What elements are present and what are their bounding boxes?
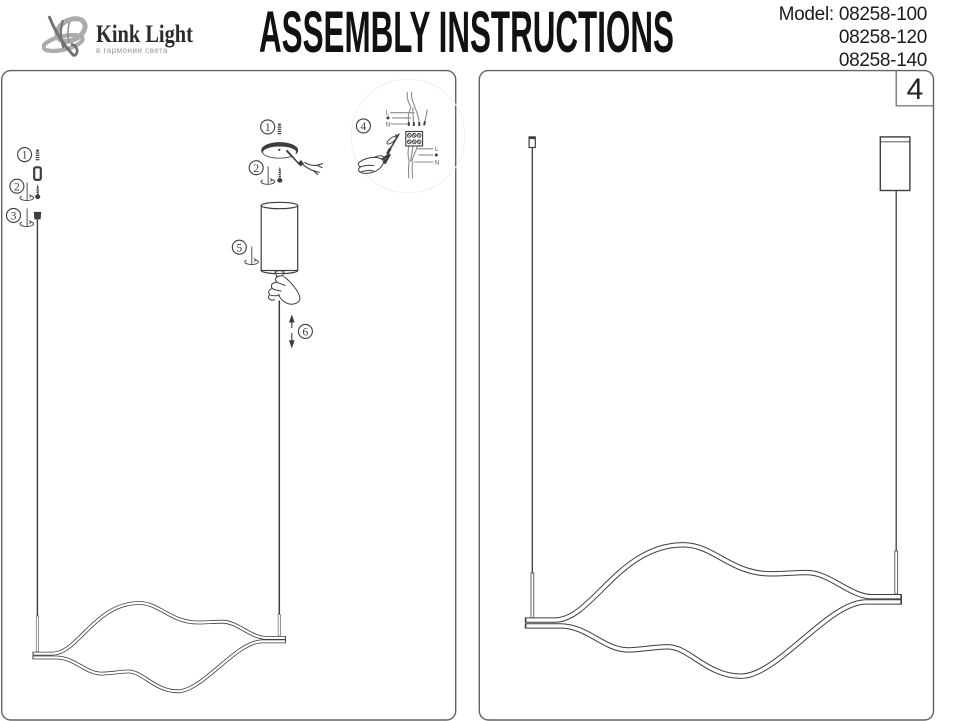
svg-text:3: 3 <box>11 211 17 223</box>
svg-text:2: 2 <box>253 163 259 175</box>
svg-text:1: 1 <box>265 122 271 134</box>
svg-text:L: L <box>435 146 439 153</box>
svg-text:L: L <box>386 110 390 117</box>
svg-text:6: 6 <box>303 327 309 339</box>
svg-text:4: 4 <box>907 73 924 106</box>
svg-text:N: N <box>435 159 439 166</box>
svg-text:5: 5 <box>236 242 242 254</box>
svg-text:4: 4 <box>361 121 367 133</box>
svg-text:1: 1 <box>22 150 28 162</box>
svg-text:N: N <box>386 121 390 128</box>
svg-text:2: 2 <box>14 181 20 193</box>
